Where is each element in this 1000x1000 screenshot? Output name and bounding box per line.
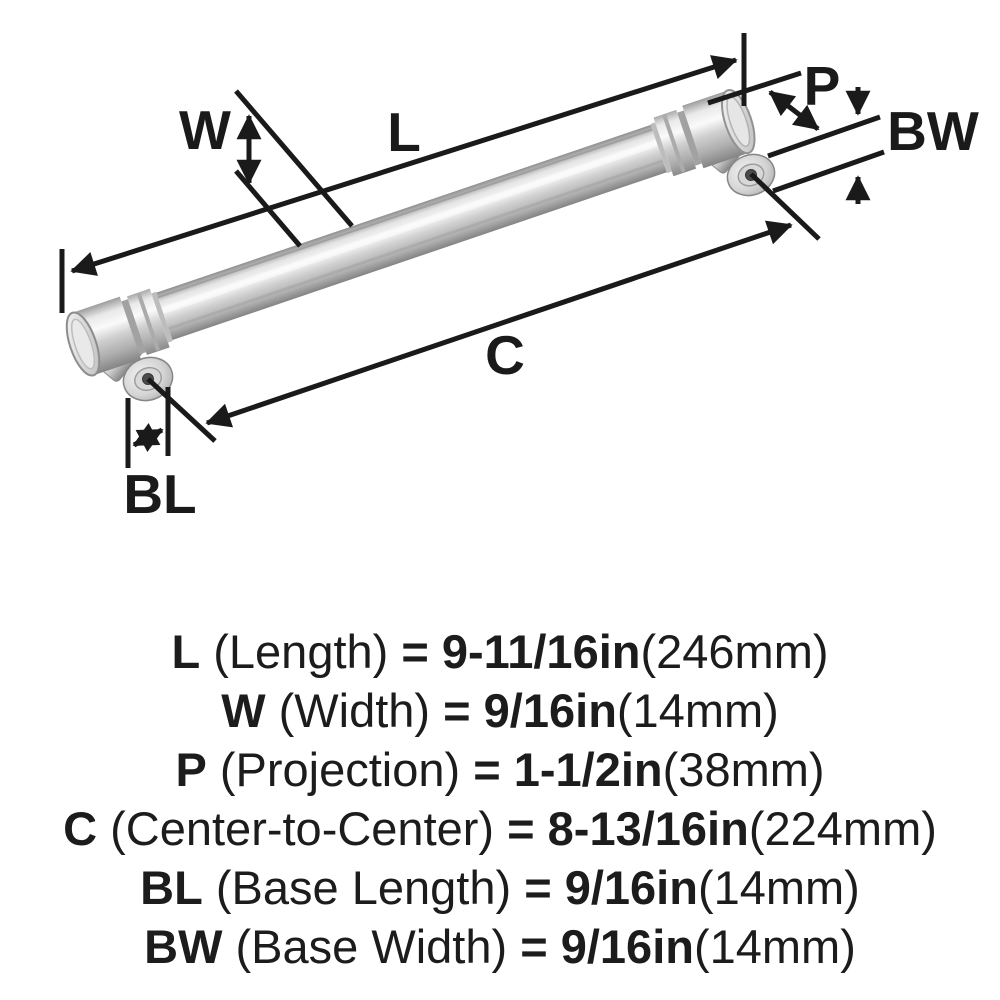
spec-equals: = xyxy=(443,684,471,737)
spec-equals: = xyxy=(401,625,429,678)
spec-value-in: 9/16in xyxy=(560,920,694,973)
BW-line-upper xyxy=(767,114,881,159)
BL-dimension-arrow xyxy=(132,423,164,452)
P-dimension-arrow xyxy=(768,90,820,131)
C-extension-left xyxy=(146,377,217,443)
spec-table: L (Length) = 9-11/16in(246mm) W (Width) … xyxy=(0,622,1000,976)
W-label: W xyxy=(179,99,231,161)
C-extension-right xyxy=(749,172,821,241)
spec-value-mm: (38mm) xyxy=(662,743,825,796)
spec-abbr: W xyxy=(221,684,266,737)
spec-row-width: W (Width) = 9/16in(14mm) xyxy=(0,681,1000,740)
spec-value-mm: (246mm) xyxy=(640,625,829,678)
dimension-W: W xyxy=(179,89,354,248)
spec-name: (Width) xyxy=(278,684,431,737)
dimension-C: C xyxy=(146,172,821,443)
bar-highlight-streak xyxy=(161,139,658,314)
C-dimension-line xyxy=(205,220,793,428)
spec-value-in: 9/16in xyxy=(564,861,698,914)
left-collar-band xyxy=(136,292,160,351)
spec-name: (Center-to-Center) xyxy=(110,802,495,855)
spec-row-base-length: BL (Base Length) = 9/16in(14mm) xyxy=(0,858,1000,917)
spec-row-base-width: BW (Base Width) = 9/16in(14mm) xyxy=(0,917,1000,976)
spec-name: (Projection) xyxy=(219,743,461,796)
left-step xyxy=(151,291,173,343)
spec-row-projection: P (Projection) = 1-1/2in(38mm) xyxy=(0,740,1000,799)
spec-abbr: P xyxy=(175,743,207,796)
L-dimension-line xyxy=(70,55,738,276)
BW-line-lower xyxy=(772,149,885,194)
L-label: L xyxy=(387,101,421,163)
dimension-BL: BL xyxy=(123,387,197,525)
left-cap-face-ring xyxy=(70,318,96,370)
C-label: C xyxy=(485,324,525,386)
spec-abbr: L xyxy=(171,625,201,678)
dimension-P: P xyxy=(707,55,841,131)
spec-equals: = xyxy=(473,743,501,796)
spec-value-mm: (14mm) xyxy=(693,920,856,973)
bar-bottom-streak xyxy=(168,159,664,331)
P-label: P xyxy=(804,55,841,117)
spec-row-length: L (Length) = 9-11/16in(246mm) xyxy=(0,622,1000,681)
P-baseline xyxy=(707,70,802,106)
spec-equals: = xyxy=(520,920,548,973)
spec-value-mm: (14mm) xyxy=(616,684,779,737)
spec-value-mm: (14mm) xyxy=(697,861,860,914)
spec-abbr: BW xyxy=(144,920,223,973)
spec-value-in: 9/16in xyxy=(483,684,617,737)
spec-name: (Base Width) xyxy=(235,920,508,973)
spec-value-mm: (224mm) xyxy=(748,802,937,855)
dimension-BW: BW xyxy=(767,87,979,204)
spec-name: (Length) xyxy=(213,625,389,678)
spec-value-in: 8-13/16in xyxy=(547,802,749,855)
spec-equals: = xyxy=(524,861,552,914)
spec-row-center-to-center: C (Center-to-Center) = 8-13/16in(224mm) xyxy=(0,799,1000,858)
spec-value-in: 1-1/2in xyxy=(513,743,663,796)
BW-label: BW xyxy=(887,100,979,162)
spec-abbr: C xyxy=(63,802,98,855)
left-groove xyxy=(121,299,146,355)
spec-name: (Base Length) xyxy=(215,861,512,914)
spec-abbr: BL xyxy=(140,861,203,914)
BL-label: BL xyxy=(123,463,196,525)
W-tick-lower xyxy=(234,169,302,248)
W-tick-upper xyxy=(234,89,354,228)
spec-value-in: 9-11/16in xyxy=(441,625,641,678)
spec-equals: = xyxy=(507,802,535,855)
